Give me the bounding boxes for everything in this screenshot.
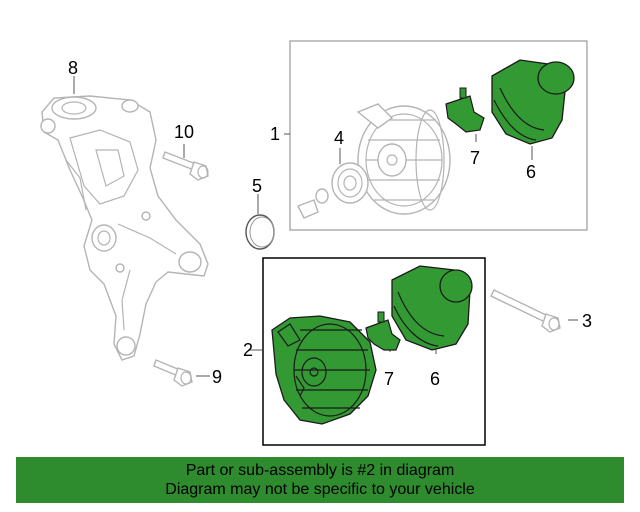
- alternator-assembly[interactable]: [271, 315, 377, 425]
- bolt-9[interactable]: [153, 359, 193, 387]
- regulator-top[interactable]: [445, 87, 485, 133]
- banner-line-2: Diagram may not be specific to your vehi…: [165, 481, 475, 498]
- rear-cover-top[interactable]: [491, 59, 575, 145]
- callout-4: 4: [334, 128, 344, 148]
- bolt-3[interactable]: [490, 289, 561, 333]
- callout-7-top: 7: [470, 148, 480, 168]
- callout-6-top: 6: [526, 162, 536, 182]
- mounting-bracket[interactable]: [40, 95, 209, 361]
- regulator-bottom[interactable]: [365, 311, 401, 351]
- alternator-ghost: [356, 103, 451, 215]
- banner-line-1: Part or sub-assembly is #2 in diagram: [185, 462, 455, 479]
- pulley-4[interactable]: [297, 162, 369, 219]
- callout-2: 2: [243, 340, 253, 360]
- callout-5: 5: [252, 176, 262, 196]
- callout-9: 9: [212, 367, 222, 387]
- callout-3: 3: [582, 311, 592, 331]
- bolt-10[interactable]: [162, 151, 209, 181]
- callout-1: 1: [270, 124, 280, 144]
- assembly-1-frame: [289, 40, 588, 231]
- callout-6-bottom: 6: [430, 369, 440, 389]
- callout-10: 10: [174, 122, 194, 142]
- assembly-2-frame: [262, 257, 486, 446]
- callout-7-bottom: 7: [384, 369, 394, 389]
- callout-8: 8: [68, 58, 78, 78]
- info-banner: Part or sub-assembly is #2 in diagram Di…: [16, 457, 624, 503]
- rear-cover-bottom[interactable]: [391, 265, 473, 351]
- seal-ring[interactable]: [245, 214, 275, 250]
